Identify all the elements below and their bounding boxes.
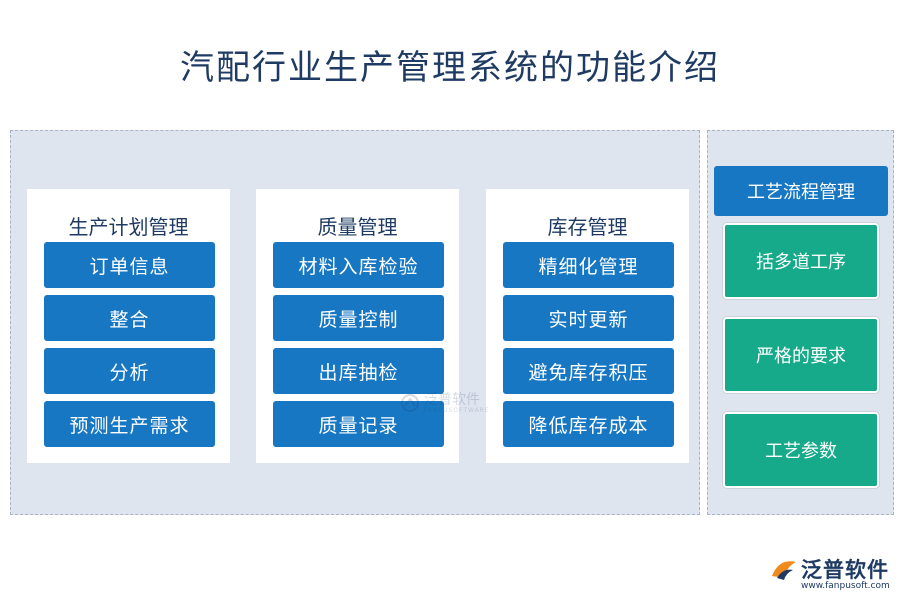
module-title: 生产计划管理 xyxy=(68,215,189,239)
brand-name: 泛普软件 xyxy=(801,558,889,582)
module-item[interactable]: 实时更新 xyxy=(503,295,674,341)
module-item[interactable]: 预测生产需求 xyxy=(44,401,215,447)
brand-logo: 泛普软件 www.fanpusoft.com xyxy=(745,550,895,595)
process-header[interactable]: 工艺流程管理 xyxy=(714,166,888,216)
module-card-production-plan: 生产计划管理 订单信息 整合 分析 预测生产需求 xyxy=(27,189,230,463)
module-item[interactable]: 避免库存积压 xyxy=(503,348,674,394)
modules-panel: 生产计划管理 订单信息 整合 分析 预测生产需求 质量管理 材料入库检验 质量控… xyxy=(10,130,700,515)
process-item[interactable]: 严格的要求 xyxy=(723,317,879,393)
watermark: 泛普软件 FANPUSOFTWARE xyxy=(400,388,510,418)
module-card-inventory: 库存管理 精细化管理 实时更新 避免库存积压 降低库存成本 xyxy=(486,189,689,463)
module-item[interactable]: 精细化管理 xyxy=(503,242,674,288)
page-title: 汽配行业生产管理系统的功能介绍 xyxy=(180,48,720,88)
brand-url[interactable]: www.fanpusoft.com xyxy=(801,581,890,591)
module-item[interactable]: 订单信息 xyxy=(44,242,215,288)
module-item[interactable]: 降低库存成本 xyxy=(503,401,674,447)
module-title: 质量管理 xyxy=(317,215,398,239)
module-title: 库存管理 xyxy=(547,215,628,239)
module-item[interactable]: 分析 xyxy=(44,348,215,394)
module-item[interactable]: 整合 xyxy=(44,295,215,341)
module-item[interactable]: 质量控制 xyxy=(273,295,444,341)
fanpu-logo-icon xyxy=(772,561,796,580)
process-item[interactable]: 括多道工序 xyxy=(723,223,879,299)
module-card-quality: 质量管理 材料入库检验 质量控制 出库抽检 质量记录 xyxy=(256,189,459,463)
process-item[interactable]: 工艺参数 xyxy=(723,412,879,488)
module-item[interactable]: 出库抽检 xyxy=(273,348,444,394)
module-item[interactable]: 材料入库检验 xyxy=(273,242,444,288)
watermark-sub: FANPUSOFTWARE xyxy=(424,406,490,414)
process-panel: 工艺流程管理 括多道工序 严格的要求 工艺参数 xyxy=(707,130,894,515)
fanpu-logo-icon xyxy=(401,394,419,412)
watermark-name: 泛普软件 xyxy=(424,391,480,408)
module-item[interactable]: 质量记录 xyxy=(273,401,444,447)
